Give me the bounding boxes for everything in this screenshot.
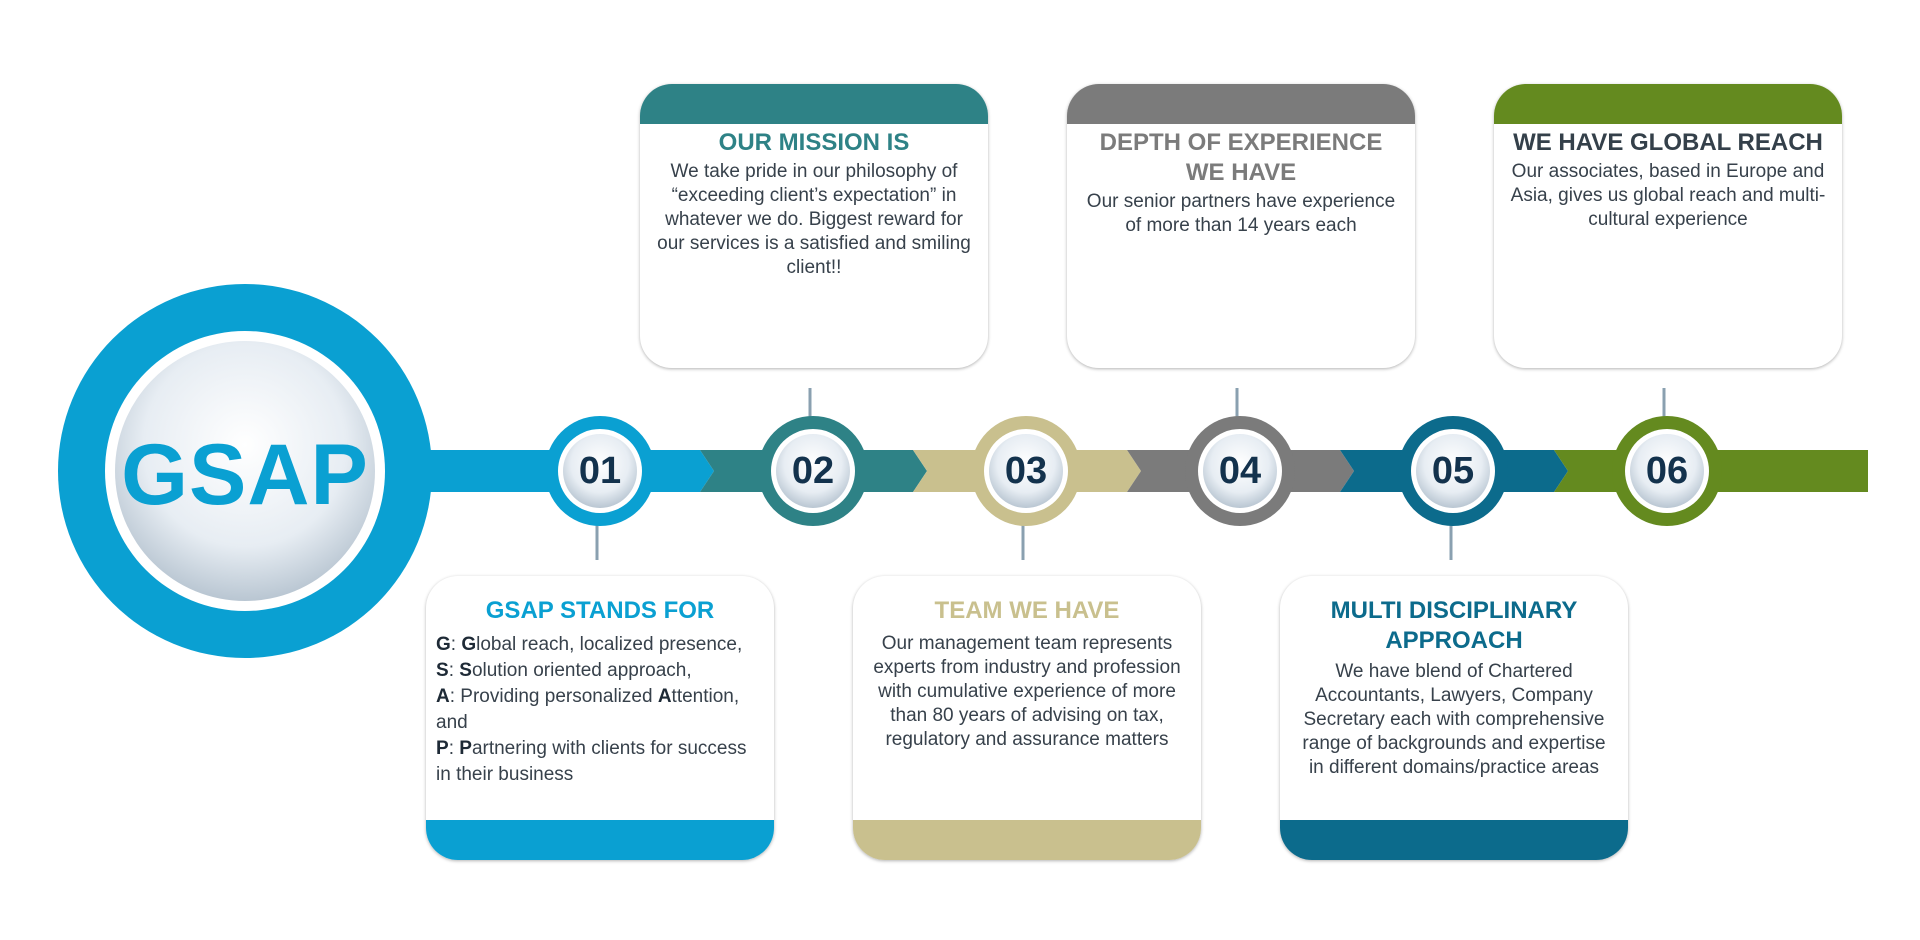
card-global: WE HAVE GLOBAL REACH Our associates, bas…	[1494, 84, 1842, 368]
card-mission-title: OUR MISSION IS	[718, 129, 910, 156]
definition-s: S: Solution oriented approach,	[436, 660, 692, 681]
card-mission-cap	[640, 84, 988, 124]
card-multi-cap	[1280, 820, 1628, 860]
card-global-body: Our associates, based in Europe and Asia…	[1510, 161, 1826, 230]
card-team-title: TEAM WE HAVE	[934, 597, 1120, 624]
card-experience: DEPTH OF EXPERIENCE WE HAVE Our senior p…	[1067, 84, 1415, 368]
card-gsap-title: GSAP STANDS FOR	[485, 597, 715, 624]
card-multi-title: MULTI DISCIPLINARY APPROACH	[1330, 597, 1578, 654]
node-number-06: 06	[1645, 450, 1689, 492]
node-06-graphic	[1612, 416, 1722, 526]
card-multi-disciplinary: MULTI DISCIPLINARY APPROACH We have blen…	[1280, 576, 1628, 860]
logo-pearl	[115, 341, 375, 601]
node-02-graphic	[758, 416, 868, 526]
card-team-cap	[853, 820, 1201, 860]
card-gsap-definitions: G: Global reach, localized presence, S: …	[436, 632, 766, 788]
card-multi-body: We have blend of Chartered Accountants, …	[1302, 661, 1606, 778]
card-team: TEAM WE HAVE Our management team represe…	[853, 576, 1201, 860]
node-03-graphic	[971, 416, 1081, 526]
card-mission-body: We take pride in our philosophy of “exce…	[657, 161, 971, 278]
node-01-graphic	[545, 416, 655, 526]
card-global-cap	[1494, 84, 1842, 124]
card-experience-body: Our senior partners have experience of m…	[1086, 191, 1396, 236]
card-experience-cap	[1067, 84, 1415, 124]
node-number-03: 03	[1004, 450, 1048, 492]
card-gsap-stands-for: GSAP STANDS FOR G: Global reach, localiz…	[426, 576, 774, 860]
definition-a: A: Providing personalized Attention, and	[436, 686, 740, 733]
node-05-graphic	[1398, 416, 1508, 526]
node-number-01: 01	[578, 450, 622, 492]
card-mission: OUR MISSION IS We take pride in our phil…	[640, 84, 988, 368]
card-experience-title: DEPTH OF EXPERIENCE WE HAVE	[1099, 129, 1383, 186]
node-number-04: 04	[1218, 450, 1262, 492]
node-04-graphic	[1185, 416, 1295, 526]
node-number-05: 05	[1431, 450, 1475, 492]
definition-p: P: Partnering with clients for success i…	[436, 738, 747, 785]
definition-g: G: Global reach, localized presence,	[436, 634, 743, 655]
card-gsap-cap	[426, 820, 774, 860]
logo-text: GSAP	[121, 427, 369, 523]
card-team-body: Our management team represents experts f…	[873, 633, 1181, 750]
node-number-02: 02	[791, 450, 835, 492]
card-global-title: WE HAVE GLOBAL REACH	[1513, 129, 1823, 156]
